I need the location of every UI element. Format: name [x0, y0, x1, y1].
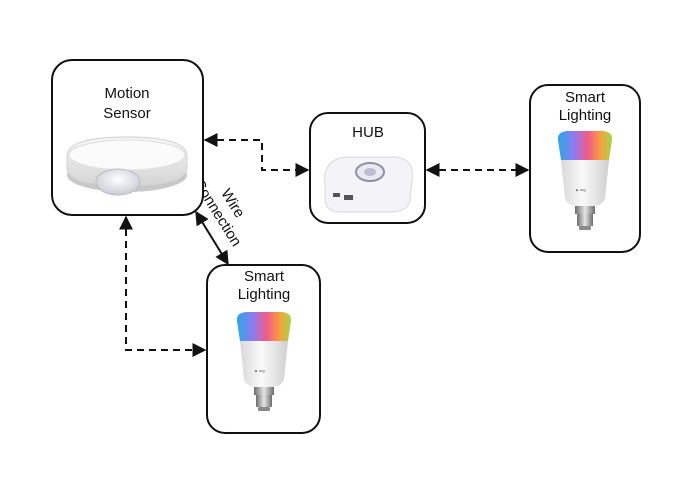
svg-text:▲ srg: ▲ srg — [575, 187, 586, 192]
hub-label: HUB — [352, 124, 384, 141]
motion-sensor-device-icon — [66, 136, 188, 196]
smart-lighting-bottom-label-line-2: Lighting — [238, 286, 291, 303]
edge-sensor-light-bottom-wireless — [119, 215, 207, 357]
smart-bulb-icon: ▲ srg — [557, 131, 613, 230]
svg-text:▲ srg: ▲ srg — [254, 368, 265, 373]
smart-lighting-right-label-line-2: Lighting — [559, 107, 612, 124]
smart-lighting-right-label-line-1: Smart — [565, 89, 606, 106]
hub-device-icon — [324, 156, 413, 213]
smart-bulb-icon: ▲ srg — [236, 312, 292, 411]
node-smart-lighting-right[interactable]: Smart Lighting ▲ srg — [529, 84, 641, 253]
smart-lighting-bottom-label-line-1: Smart — [244, 268, 285, 285]
node-motion-sensor[interactable]: Motion Sensor — [51, 59, 204, 216]
node-hub[interactable]: HUB — [309, 112, 426, 224]
edge-sensor-hub — [203, 133, 310, 177]
motion-sensor-label-line-2: Sensor — [103, 105, 151, 122]
node-smart-lighting-bottom[interactable]: Smart Lighting ▲ srg — [206, 264, 321, 434]
motion-sensor-label-line-1: Motion — [104, 85, 149, 102]
